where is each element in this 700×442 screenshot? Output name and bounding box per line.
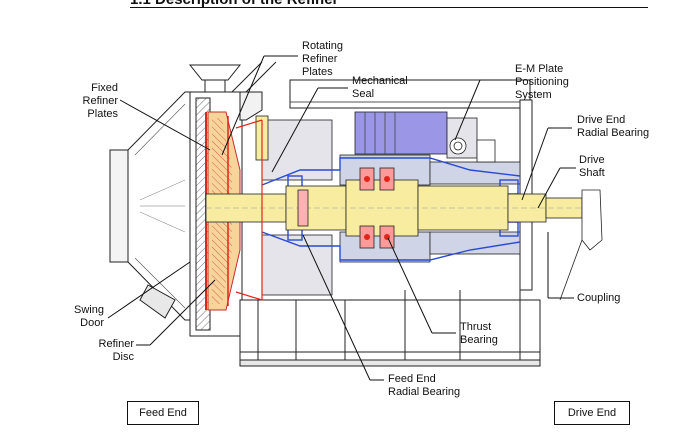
feed-end-box: Feed End [127, 401, 199, 425]
plate-accents [235, 119, 263, 301]
leader-lines [107, 55, 576, 381]
thrust-bearing-assembly [297, 167, 395, 249]
machine-frame [239, 79, 541, 367]
drive-end-box: Drive End [554, 401, 630, 425]
section-heading: 1.1 Description of the Refiner [130, 0, 338, 8]
feed-inlet [188, 64, 242, 95]
heading-rule [130, 7, 648, 8]
label-coupling: Coupling [577, 292, 621, 304]
em-positioning-motor [354, 111, 496, 163]
drive-shaft [205, 179, 583, 237]
swing-door-housing [109, 91, 191, 321]
coupling [559, 189, 603, 301]
